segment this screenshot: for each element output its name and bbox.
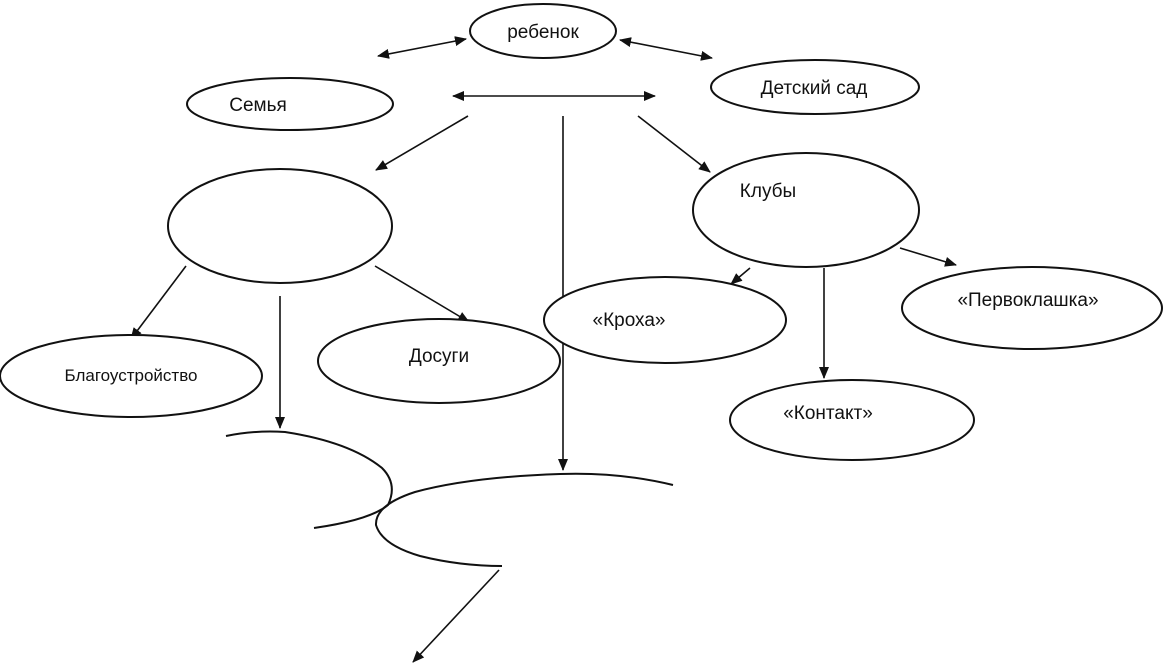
node-unlabeled-left — [167, 168, 393, 284]
node-unlabeled-left-ellipse — [167, 168, 393, 284]
node-family-ellipse — [186, 77, 394, 131]
partial-shape-bottom — [374, 472, 674, 567]
node-kontakt-label: «Контакт» — [783, 403, 873, 424]
edge-center-to-clubs — [637, 115, 711, 173]
node-clubs: Клубы — [692, 152, 920, 268]
edge-left-to-landscaping — [130, 265, 187, 340]
node-family: Семья — [186, 77, 394, 131]
edges — [130, 36, 957, 663]
node-kroha: «Кроха» — [543, 276, 787, 364]
node-family-label: Семья — [229, 95, 287, 116]
node-landscaping: Благоустройство — [0, 334, 263, 418]
edge-left-to-leisure — [374, 265, 470, 323]
node-kroha-label: «Кроха» — [593, 310, 666, 331]
edge-center-to-left-node — [375, 115, 469, 171]
edge-clubs-to-kroha — [730, 267, 751, 285]
edge-bottom-down-left — [412, 569, 500, 663]
edge-clubs-to-pervoklashka — [899, 247, 957, 267]
node-leisure-ellipse — [317, 318, 561, 404]
node-landscaping-ellipse — [0, 334, 263, 418]
node-kindergarten: Детский сад — [710, 59, 920, 115]
node-kindergarten-label: Детский сад — [761, 78, 868, 99]
node-kontakt-ellipse — [729, 379, 975, 461]
node-kontakt: «Контакт» — [729, 379, 975, 461]
node-leisure: Досуги — [317, 318, 561, 404]
node-kroha-ellipse — [543, 276, 787, 364]
node-landscaping-label: Благоустройство — [64, 366, 197, 385]
node-child-ellipse — [469, 3, 617, 59]
node-clubs-label: Клубы — [740, 181, 796, 202]
node-pervoklashka-label: «Первоклашка» — [957, 290, 1098, 311]
edge-child-kindergarten — [619, 37, 713, 61]
node-pervoklashka-ellipse — [901, 266, 1163, 350]
node-clubs-ellipse — [692, 152, 920, 268]
node-leisure-label: Досуги — [409, 346, 469, 367]
node-pervoklashka: «Первоклашка» — [901, 266, 1163, 350]
node-child: ребенок — [469, 3, 617, 59]
node-kindergarten-ellipse — [710, 59, 920, 115]
partial-shape-middle — [225, 430, 393, 529]
edge-family-child — [377, 36, 467, 59]
node-child-label: ребенок — [507, 22, 579, 43]
